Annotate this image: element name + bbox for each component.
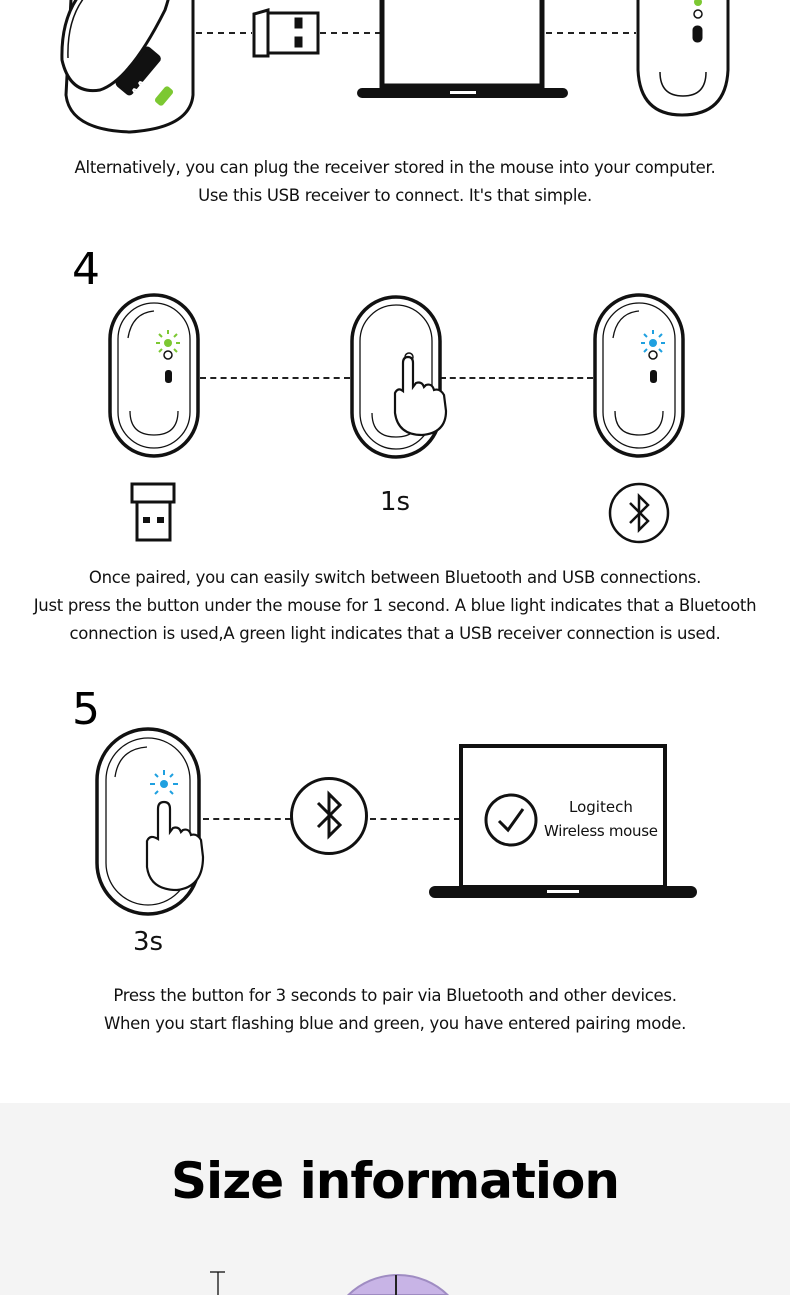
step5-caption-line1: Press the button for 3 seconds to pair v… <box>113 986 677 1005</box>
size-information-section: Size information <box>0 1103 790 1295</box>
laptop-icon <box>357 0 568 98</box>
mouse-with-battery-icon: AA <box>60 0 195 134</box>
connector-line <box>200 377 350 379</box>
step4-caption-line1: Once paired, you can easily switch betwe… <box>88 568 702 587</box>
finger-icon <box>145 800 205 892</box>
mouse-green-light-icon <box>108 293 200 458</box>
usb-receiver-icon <box>252 8 320 58</box>
laptop-touchpad-slot <box>547 890 579 893</box>
step3-caption-line2: Use this USB receiver to connect. It's t… <box>198 186 592 205</box>
mouse-blue-light-icon <box>593 293 685 458</box>
step4-caption-line2: Just press the button under the mouse fo… <box>33 596 757 615</box>
finger-icon <box>393 355 448 437</box>
connector-line <box>440 377 593 379</box>
checkmark-circle-icon <box>484 793 538 847</box>
step4-caption-line3: connection is used,A green light indicat… <box>69 624 721 643</box>
laptop-screen: Logitech Wireless mouse <box>459 744 667 889</box>
bluetooth-icon <box>290 777 368 855</box>
usb-receiver-icon <box>130 482 176 542</box>
connector-line <box>203 818 291 820</box>
receiver-plug-illustration: AA <box>60 0 730 134</box>
step-number-5: 5 <box>72 684 100 735</box>
press-duration-3s: 3s <box>133 927 164 957</box>
laptop-base <box>429 886 697 898</box>
mouse-press-button-icon <box>350 295 448 459</box>
bluetooth-icon <box>608 482 670 544</box>
connector-line <box>370 818 460 820</box>
device-name-line2: Wireless mouse <box>544 822 658 840</box>
section-title: Size information <box>171 1152 620 1210</box>
mouse-pairing-press-icon <box>95 727 205 916</box>
step3-caption-line1: Alternatively, you can plug the receiver… <box>74 158 716 177</box>
dimension-marker <box>210 1271 225 1295</box>
mouse-underside-green-icon <box>636 0 730 117</box>
device-name-line1: Logitech <box>569 798 633 816</box>
step5-caption-line2: When you start flashing blue and green, … <box>103 1014 687 1033</box>
step-number-4: 4 <box>72 244 100 295</box>
press-duration-1s: 1s <box>380 487 411 517</box>
mouse-top-view-image <box>346 1273 450 1295</box>
